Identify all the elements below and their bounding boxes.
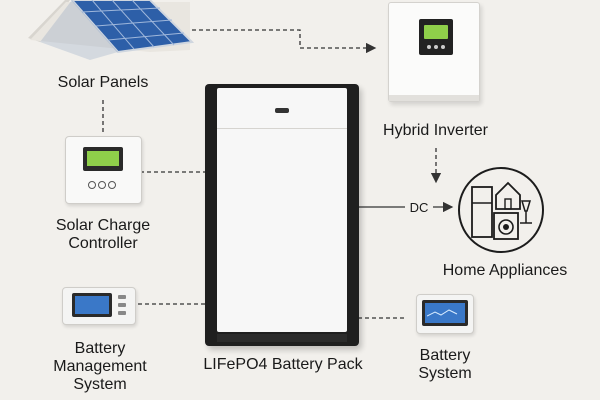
solar-panel-icon: [28, 0, 195, 60]
battery-pack-icon: [205, 84, 359, 346]
hybrid-inverter-icon: [388, 2, 480, 102]
battery-pack-label: LIFePO4 Battery Pack: [203, 356, 363, 373]
charge-controller-icon: [65, 136, 142, 204]
dc-label: DC: [405, 199, 433, 217]
home-appliances-label: Home Appliances: [442, 262, 568, 279]
bms-icon: [62, 287, 136, 325]
battery-system-label: Battery System: [418, 347, 472, 382]
battery-indicator: [275, 108, 289, 113]
solar-panels-label: Solar Panels: [57, 74, 149, 91]
charge-controller-label: Solar Charge Controller: [55, 217, 151, 252]
inverter-display: [419, 19, 453, 55]
panels-to-inverter-line: [185, 29, 377, 54]
bms-label: Battery Management System: [53, 340, 147, 393]
hybrid-inverter-label: Hybrid Inverter: [383, 122, 488, 139]
battery-system-icon: [416, 294, 474, 334]
home-appliances-icon: [458, 167, 544, 253]
